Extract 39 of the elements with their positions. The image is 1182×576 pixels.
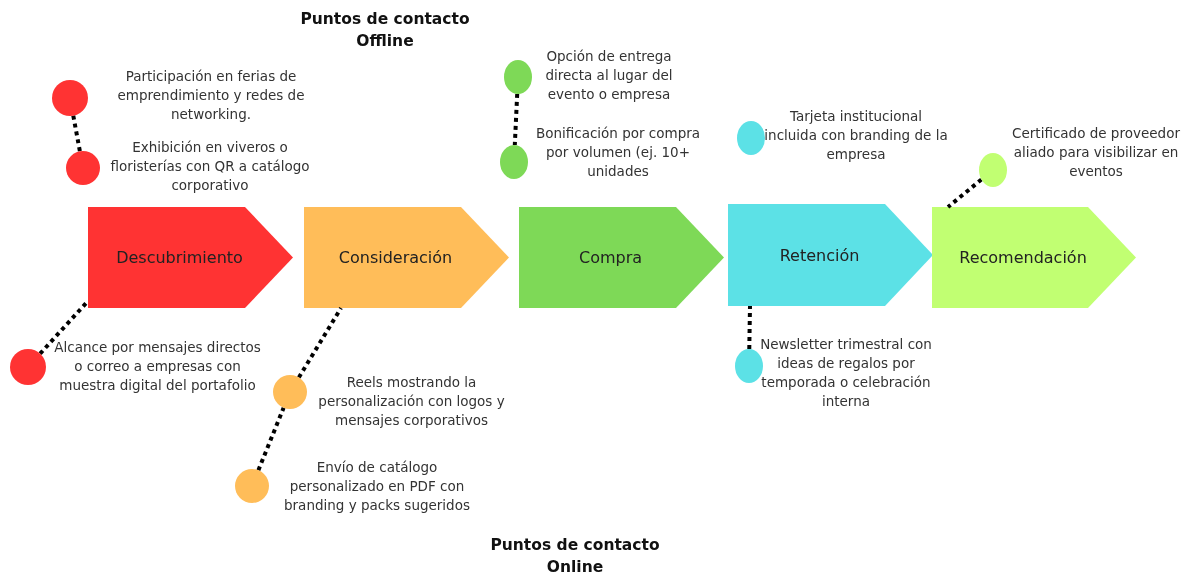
- touchpoint-dot: [737, 121, 765, 155]
- dotted-connector: [512, 93, 520, 146]
- touchpoint-dot: [52, 80, 88, 116]
- stage-label: Retención: [778, 244, 861, 267]
- section-heading: Puntos de contacto Online: [489, 535, 661, 576]
- dotted-connector: [38, 299, 90, 356]
- touchpoint-dot: [66, 151, 100, 185]
- touchpoint-text: Participación en ferias de emprendimiento y redes de networking.: [116, 67, 306, 124]
- touchpoint-dot: [10, 349, 46, 385]
- stage-label: Descubrimiento: [115, 247, 244, 269]
- touchpoint-dot: [979, 153, 1007, 187]
- touchpoint-text: Certificado de proveedor aliado para visibilizar en eventos: [1011, 124, 1181, 181]
- touchpoint-dot: [273, 375, 307, 409]
- touchpoint-text: Bonificación por compra por volumen (ej. 10+ unidades: [534, 124, 702, 181]
- dotted-connector: [747, 305, 752, 350]
- touchpoint-text: Opción de entrega directa al lugar del evento o empresa: [544, 47, 674, 104]
- touchpoint-text: Newsletter trimestral con ideas de regalos por temporada o celebración interna: [759, 335, 933, 411]
- stage-label: Recomendación: [958, 247, 1088, 269]
- touchpoint-text: Tarjeta institucional incluida con branding de la empresa: [764, 107, 948, 164]
- touchpoint-text: Reels mostrando la personalización con logos y mensajes corporativos: [317, 373, 506, 430]
- touchpoint-dot: [735, 349, 763, 383]
- stage-banner: [304, 207, 509, 308]
- dotted-connector: [256, 407, 286, 471]
- stage-banner: [88, 207, 293, 308]
- touchpoint-text: Exhibición en viveros o floristerías con QR a catálogo corporativo: [110, 138, 310, 195]
- touchpoint-text: Envío de catálogo personalizado en PDF con branding y packs sugeridos: [283, 458, 471, 515]
- touchpoint-dot: [235, 469, 269, 503]
- touchpoint-dot: [500, 145, 528, 179]
- dotted-connector: [297, 306, 343, 379]
- dotted-connector: [946, 178, 983, 209]
- touchpoint-text: Alcance por mensajes directos o correo a empresas con muestra digital del portafolio: [53, 338, 262, 395]
- stage-banner: [932, 207, 1136, 308]
- stage-label: Consideración: [337, 247, 454, 269]
- touchpoint-dot: [504, 60, 532, 94]
- stage-label: Compra: [577, 247, 644, 269]
- stage-banner: [728, 204, 933, 306]
- section-heading: Puntos de contacto Offline: [299, 9, 471, 52]
- stage-banner: [519, 207, 724, 308]
- dotted-connector: [71, 115, 82, 152]
